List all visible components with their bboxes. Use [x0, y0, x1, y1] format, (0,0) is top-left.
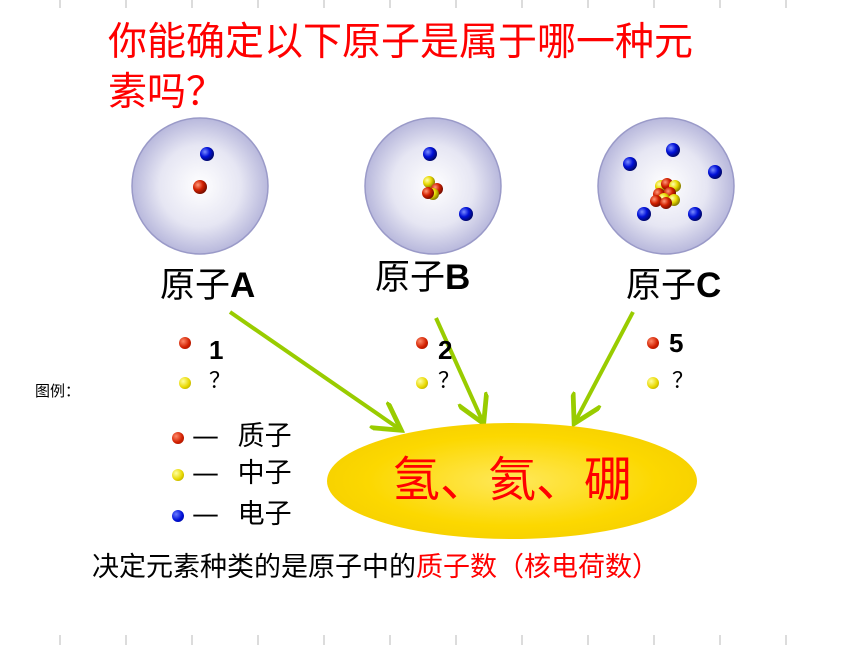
electron — [200, 147, 214, 161]
electron — [623, 157, 637, 171]
atom-a-label: 原子A — [160, 266, 256, 306]
proton — [650, 195, 662, 207]
neutron-icon — [647, 377, 659, 389]
proton — [660, 197, 672, 209]
legend-item-neutron: — 中子 — [172, 459, 292, 489]
neutron — [423, 176, 435, 188]
legend-item-proton: — 质子 — [172, 422, 292, 452]
atom-b-neutron-count: ？ — [438, 369, 461, 394]
neutron-icon — [179, 377, 191, 389]
electron-icon — [172, 510, 184, 522]
neutron-icon — [416, 377, 428, 389]
legend-item-electron: — 电子 — [172, 500, 292, 530]
atom-c-label: 原子C — [626, 266, 722, 306]
answer-ellipse — [327, 423, 697, 539]
arrow-b — [434, 317, 482, 420]
electron — [459, 207, 473, 221]
proton — [422, 187, 434, 199]
arrow-c — [576, 311, 635, 420]
conclusion-highlight: 质子数（核电荷数） — [416, 552, 659, 583]
atom-b — [364, 117, 502, 255]
electron — [423, 147, 437, 161]
proton-icon — [647, 337, 659, 349]
proton-icon — [416, 337, 428, 349]
electron — [708, 165, 722, 179]
atom-c-proton-count: 5 — [669, 328, 684, 358]
atom-c-neutron-count: ？ — [672, 369, 695, 394]
atom-a-proton-count: 1 — [209, 335, 224, 365]
atom-diagrams — [131, 117, 735, 255]
atom-a — [131, 117, 269, 255]
proton-icon — [172, 432, 184, 444]
neutron-icon — [172, 469, 184, 481]
conclusion: 决定元素种类的是原子中的质子数（核电荷数） — [92, 552, 659, 583]
atom-b-label: 原子B — [375, 258, 471, 298]
electron — [666, 143, 680, 157]
electron — [688, 207, 702, 221]
legend-title: 图例： — [35, 382, 81, 400]
answer-elements: 氢、氦、硼 — [391, 452, 632, 508]
atom-c — [597, 117, 735, 255]
electron — [637, 207, 651, 221]
proton-icon — [179, 337, 191, 349]
question-title: 你能确定以下原子是属于哪一种元素吗？ — [108, 20, 694, 115]
atom-a-neutron-count: ？ — [209, 369, 232, 394]
atom-b-proton-count: 2 — [438, 335, 453, 365]
proton — [193, 180, 207, 194]
arrow-a — [228, 310, 398, 428]
